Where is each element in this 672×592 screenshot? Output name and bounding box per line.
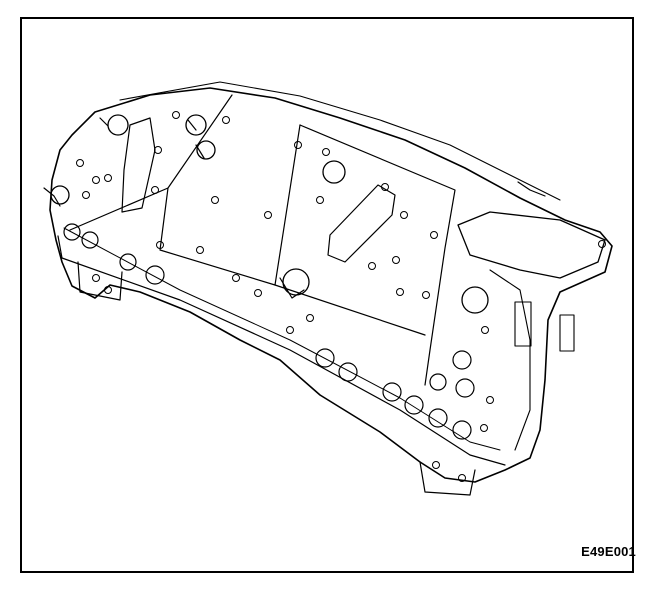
- rear-plate-left: [69, 94, 301, 286]
- lower-lip-inner: [63, 227, 501, 451]
- diagram-frame: [20, 17, 634, 573]
- small-holes: [76, 111, 606, 482]
- retaining-clips: [43, 117, 546, 299]
- side-slot: [559, 314, 575, 352]
- side-connector: [514, 301, 532, 347]
- bulb-socket-row: [63, 223, 475, 440]
- top-ridge: [119, 81, 561, 201]
- slot-center: [327, 184, 396, 263]
- mount-tab-left: [77, 261, 123, 301]
- mount-tab-right: [419, 461, 476, 496]
- right-bracket: [457, 211, 606, 279]
- slot-left: [121, 117, 156, 213]
- figure-code: E49E001: [581, 544, 636, 559]
- lower-lip: [57, 235, 506, 466]
- housing-outline: [49, 87, 613, 483]
- right-side-wall: [489, 269, 531, 451]
